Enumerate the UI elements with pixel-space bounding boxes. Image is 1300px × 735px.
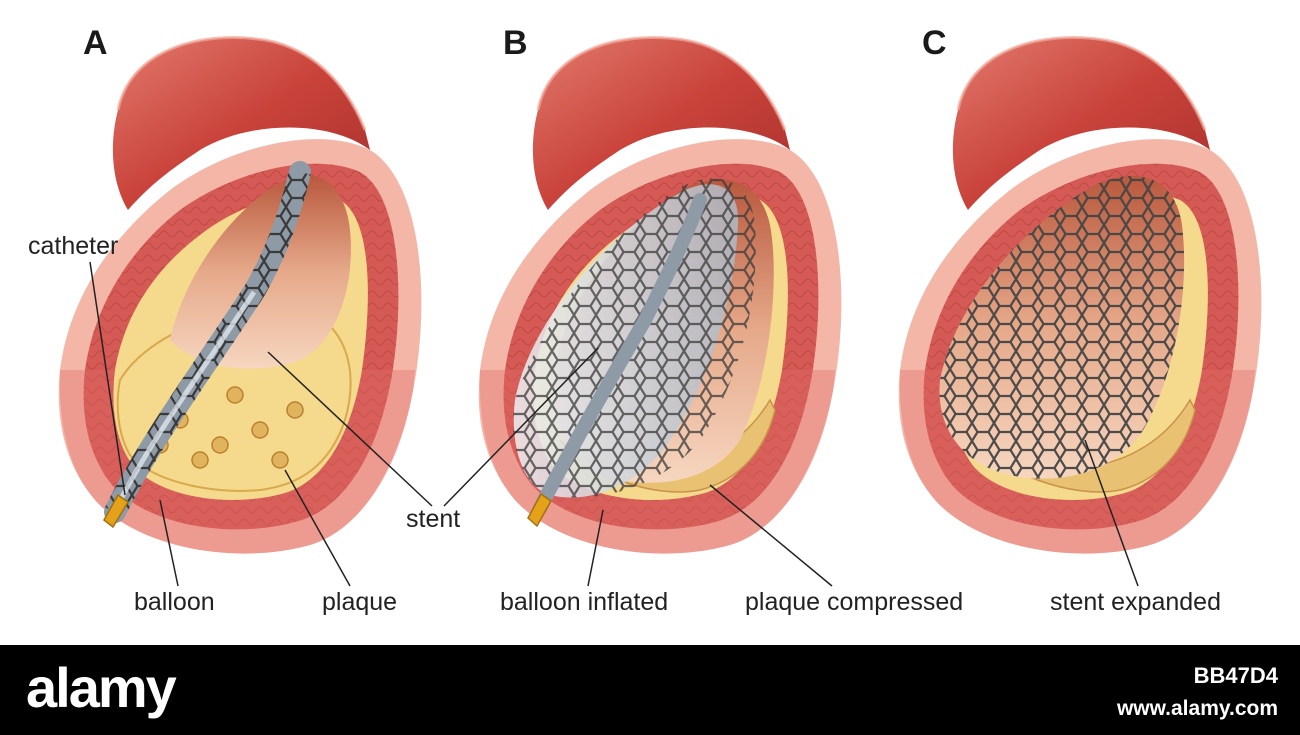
leader-plaque-compressed xyxy=(709,484,833,587)
plaque-deposit xyxy=(211,436,229,454)
watermark-footer: alamy BB47D4 www.alamy.com xyxy=(0,645,1300,735)
catheter-body xyxy=(533,193,707,515)
label-balloon: balloon xyxy=(134,588,215,616)
image-id: BB47D4 xyxy=(1193,663,1278,688)
artery-a xyxy=(58,36,422,554)
leader-stent-expanded xyxy=(1084,439,1139,587)
brand-url: www.alamy.com xyxy=(1116,697,1278,720)
plaque-deposit xyxy=(191,451,209,469)
vessel-upper-tube xyxy=(112,37,370,210)
catheter-tip xyxy=(527,492,552,528)
artery-illustration xyxy=(58,36,1262,587)
catheter-tip xyxy=(103,493,130,529)
plaque-deposit xyxy=(251,421,269,439)
label-catheter: catheter xyxy=(28,232,119,260)
artery-b xyxy=(478,36,842,554)
label-plaque-compressed: plaque compressed xyxy=(745,588,964,616)
stent-expanded xyxy=(939,175,1185,479)
brand-underline-icon xyxy=(26,713,174,725)
vessel-rim-highlight xyxy=(116,36,367,131)
plaque-deposit xyxy=(286,401,304,419)
panel-letter-a: A xyxy=(83,24,108,62)
label-balloon-inflated: balloon inflated xyxy=(500,588,669,616)
panel-letter-c: C xyxy=(922,24,947,62)
leader-stent-a xyxy=(267,351,433,507)
leader-plaque xyxy=(284,469,351,587)
vessel-rim-highlight xyxy=(956,36,1207,131)
leader-balloon xyxy=(159,499,179,587)
artery-c xyxy=(898,36,1262,554)
label-stent: stent xyxy=(406,505,461,533)
artery-stent-diagram xyxy=(58,36,1262,587)
panel-letter-b: B xyxy=(503,24,528,62)
label-stent-expanded: stent expanded xyxy=(1050,588,1221,616)
plaque-deposit xyxy=(226,386,244,404)
plaque-deposit xyxy=(271,451,289,469)
vessel-upper-tube xyxy=(532,37,790,210)
leader-balloon-inflated xyxy=(587,509,604,587)
vessel-upper-tube xyxy=(952,37,1210,210)
leader-catheter xyxy=(89,261,126,496)
brand-logo: alamy xyxy=(26,656,177,719)
label-plaque: plaque xyxy=(322,588,398,616)
catheter-highlight xyxy=(115,290,257,507)
leader-stent-b xyxy=(443,347,599,507)
vessel-rim-highlight xyxy=(536,36,787,131)
